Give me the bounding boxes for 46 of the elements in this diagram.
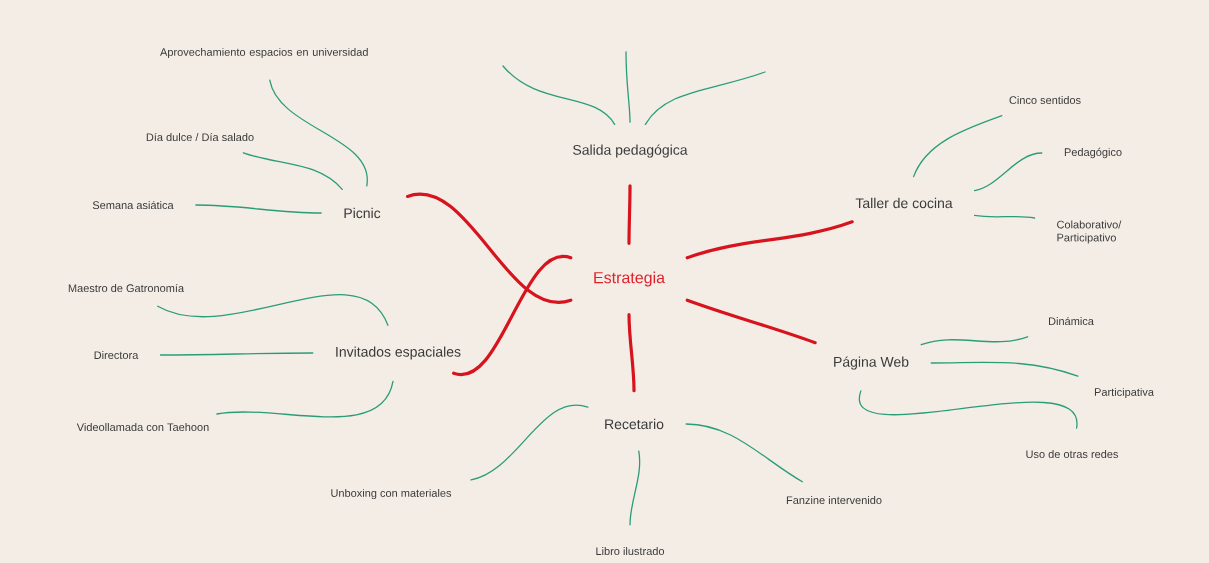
leaf-label: Videollamada con Taehoon [76,422,209,432]
curly-line [627,184,632,245]
curly-line [405,192,573,304]
leaf-label: Semana asiática [92,200,174,210]
branch-label: Salida pedagógica [573,144,688,158]
leaf-label: Cinco sentidos [1009,95,1081,105]
leaf-label: Maestro de Gatronomía [68,283,185,293]
curly-line [470,404,589,481]
curly-line [629,450,641,526]
curly-line [644,71,766,125]
leaf-label: Colaborativo/ Participativo [1057,220,1122,244]
curly-line [269,79,368,187]
curly-line [157,294,389,326]
curly-line [920,336,1029,346]
leaf-label: Aprovechamiento espacios en universidad [160,47,368,59]
curly-line [973,214,1036,219]
curly-line [159,352,314,356]
branch-label: Recetario [605,418,664,430]
leaf-label: Participativa [1094,387,1154,399]
branch-label: Taller de cocina [855,197,953,209]
curly-line [685,423,804,483]
branch-label: Picnic [344,207,381,219]
leaf-label: Libro ilustrado [596,546,665,556]
branch-label: Página Web [834,356,909,370]
leaf-label: Día dulce / Día salado [146,132,254,142]
curly-line [930,361,1079,377]
branch-label: Invitados espaciales [336,346,461,360]
leaf-label: Pedagógico [1064,147,1122,159]
curly-line [685,298,817,345]
curly-line [452,255,573,376]
leaf-label: Dinámica [1049,316,1094,326]
leaf-label: Unboxing con materiales [331,488,452,500]
curly-line [685,220,854,260]
curly-line [625,51,631,123]
leaf-label: Directora [94,350,139,360]
curly-line [502,65,616,125]
leaf-label: Fanzine intervenido [786,495,882,505]
center-label: Estrategia [594,271,665,287]
curly-line [195,204,322,214]
curly-line [859,390,1078,429]
curly-line [216,380,394,418]
leaf-label: Uso de otras redes [1026,449,1119,459]
curly-line [627,313,636,393]
curly-line [242,152,343,191]
curly-line [912,115,1003,178]
curly-line [973,152,1043,192]
